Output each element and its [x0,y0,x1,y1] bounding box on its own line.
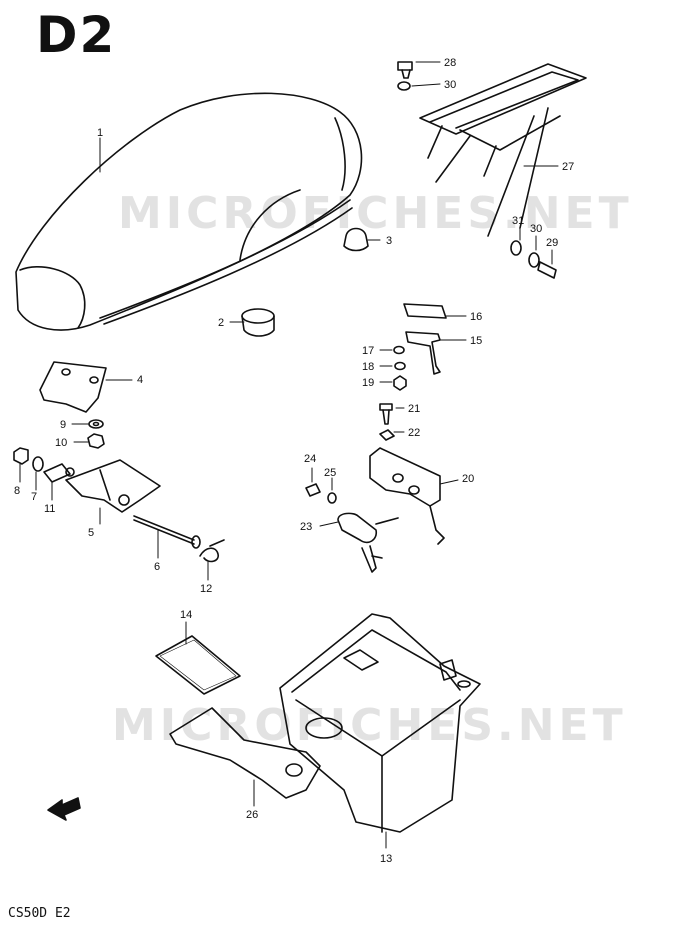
buffer-part [343,227,369,252]
washer-part-7 [32,456,44,472]
callout-2: 2 [218,317,224,329]
callout-4: 4 [137,374,143,386]
callout-28: 28 [444,57,456,69]
callout-21: 21 [408,403,420,415]
leader-lines [19,61,559,849]
rubber-cushion-part [241,308,275,337]
bolt-part-6 [133,515,201,549]
callout-5: 5 [88,527,94,539]
seat-lock-part [337,512,399,573]
callout-6: 6 [154,561,160,573]
callout-15: 15 [470,335,482,347]
plate-part-16 [403,303,447,319]
model-code: CS50D E2 [8,906,71,921]
screw-part-24 [305,483,321,497]
callout-20: 20 [462,473,474,485]
callout-14: 14 [180,609,192,621]
callout-31: 31 [512,215,524,227]
callout-16: 16 [470,311,482,323]
callout-13: 13 [380,853,392,865]
hinge-plate-part [65,459,161,513]
hook-part-15 [405,331,441,375]
callout-3: 3 [386,235,392,247]
callout-17: 17 [362,345,374,357]
collar-part-11 [43,463,75,483]
front-direction-icon [47,797,81,821]
bolt-part-29 [537,261,557,279]
callout-22: 22 [408,427,420,439]
callout-23: 23 [300,521,312,533]
callout-29: 29 [546,237,558,249]
callout-1: 1 [97,127,103,139]
callout-18: 18 [362,361,374,373]
washer-part-30a [397,81,411,91]
washer-part-25 [327,492,337,504]
callout-8: 8 [14,485,20,497]
callout-9: 9 [60,419,66,431]
callout-30a: 30 [444,79,456,91]
washer-part-30b [528,252,540,268]
callout-7: 7 [31,491,37,503]
page-title: D2 [36,6,117,64]
nut-part-19 [393,375,407,391]
washer-part-22 [379,429,395,441]
washer-part-17 [393,345,405,355]
lock-bracket-part [369,447,445,545]
callout-25: 25 [324,467,336,479]
seat-part [15,92,363,331]
bolt-part-28 [397,61,413,79]
carrier-part [419,63,587,237]
callout-11: 11 [44,503,55,515]
nut-part-10 [87,433,105,449]
nut-part-8 [13,447,29,465]
washer-nut-part-9 [88,419,104,429]
callout-24: 24 [304,453,316,465]
callout-27: 27 [562,161,574,173]
cover-part [169,707,321,799]
washer-part-31 [510,240,522,256]
spring-part [199,539,225,563]
callout-labels: 1 2 3 4 5 6 7 8 9 10 11 12 13 14 15 16 1… [14,57,574,865]
helmet-box-part [279,613,481,833]
screw-part-21 [379,403,393,425]
callout-26: 26 [246,809,258,821]
hinge-bracket-part [39,361,107,413]
callout-10: 10 [55,437,67,449]
watermark-top: MICROFICHES.NET [118,188,633,239]
callout-19: 19 [362,377,374,389]
watermark-bottom: MICROFICHES.NET [112,700,627,751]
washer-part-18 [394,361,406,371]
callout-12: 12 [200,583,212,595]
caution-label-part [155,635,241,695]
callout-30b: 30 [530,223,542,235]
